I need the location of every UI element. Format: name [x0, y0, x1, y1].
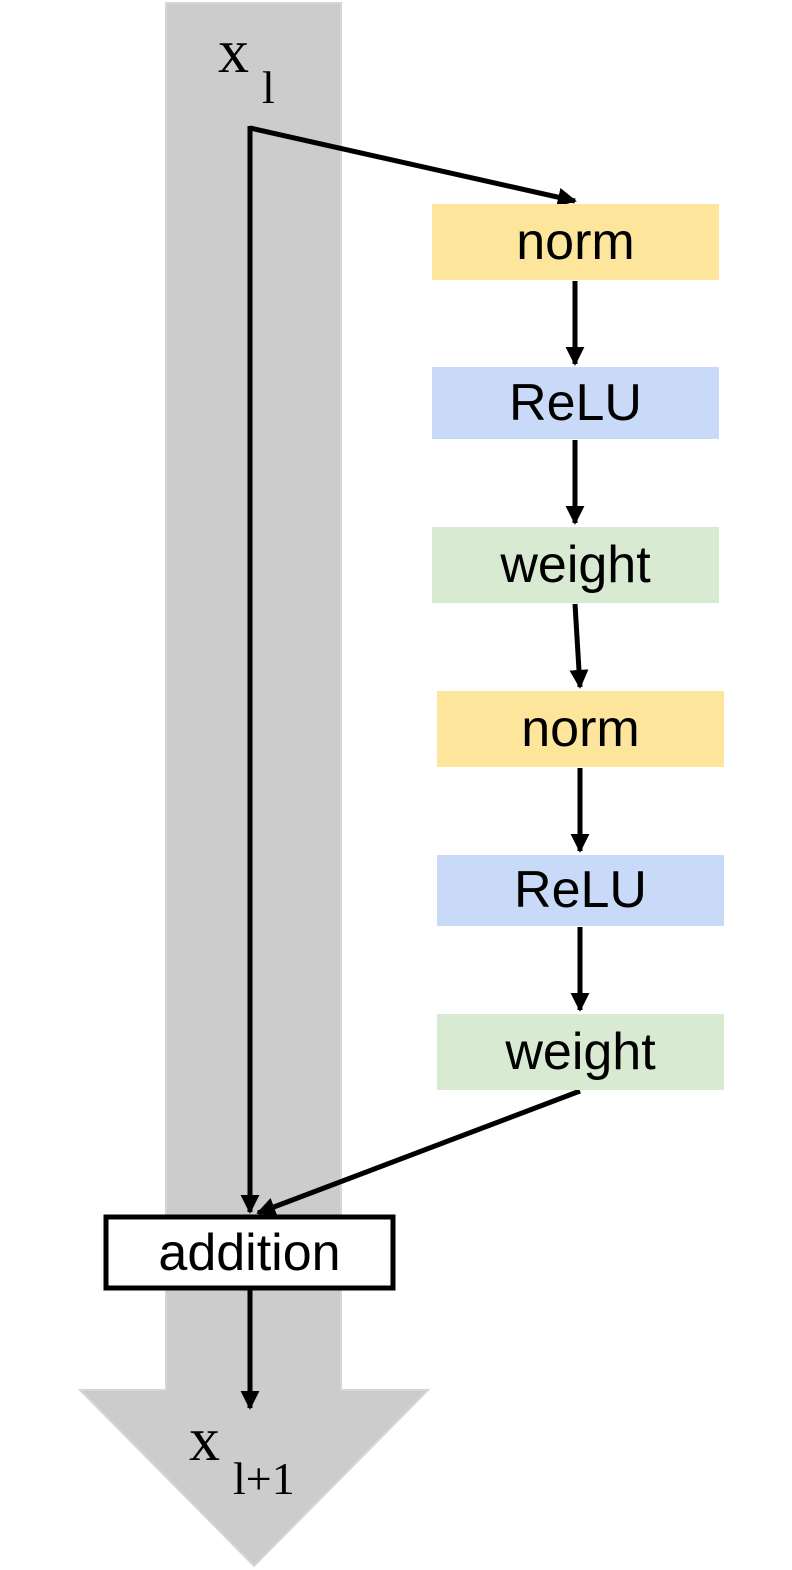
block-norm-1: norm	[432, 204, 719, 280]
block-weight-2-box	[437, 1014, 724, 1090]
identity-path-arrow	[77, 2, 431, 1568]
block-weight-1-box	[432, 527, 719, 603]
block-weight-2-label: weight	[504, 1023, 656, 1081]
input-subscript: l	[262, 62, 275, 113]
block-norm-2-box	[437, 691, 724, 767]
block-relu-1-box	[432, 367, 719, 439]
output-base: x	[189, 1406, 220, 1474]
input-label: x l	[218, 18, 275, 113]
arrow-weight1-norm2	[569, 603, 589, 689]
addition-box	[103, 1214, 396, 1291]
arrow-to-branch	[249, 125, 577, 207]
block-norm-2-label: norm	[521, 700, 639, 758]
input-base: x	[218, 18, 249, 86]
block-norm-2: norm	[437, 691, 724, 767]
addition-label: addition	[158, 1224, 340, 1282]
block-relu-1: ReLU	[432, 367, 719, 439]
addition-node: addition	[103, 1214, 396, 1291]
arrow-weight2-addition	[256, 1088, 581, 1216]
output-label: x l+1	[189, 1406, 295, 1504]
block-weight-1: weight	[432, 527, 719, 603]
block-relu-2-label: ReLU	[514, 861, 647, 919]
arrows	[240, 125, 590, 1410]
block-weight-1-label: weight	[499, 536, 651, 594]
block-weight-2: weight	[437, 1014, 724, 1090]
block-relu-2-box	[437, 855, 724, 926]
block-relu-2: ReLU	[437, 855, 724, 926]
block-norm-1-box	[432, 204, 719, 280]
block-relu-1-label: ReLU	[509, 374, 642, 432]
block-norm-1-label: norm	[516, 213, 634, 271]
output-subscript: l+1	[233, 1453, 295, 1504]
residual-branch: norm ReLU weight norm ReLU weight	[432, 204, 724, 1090]
